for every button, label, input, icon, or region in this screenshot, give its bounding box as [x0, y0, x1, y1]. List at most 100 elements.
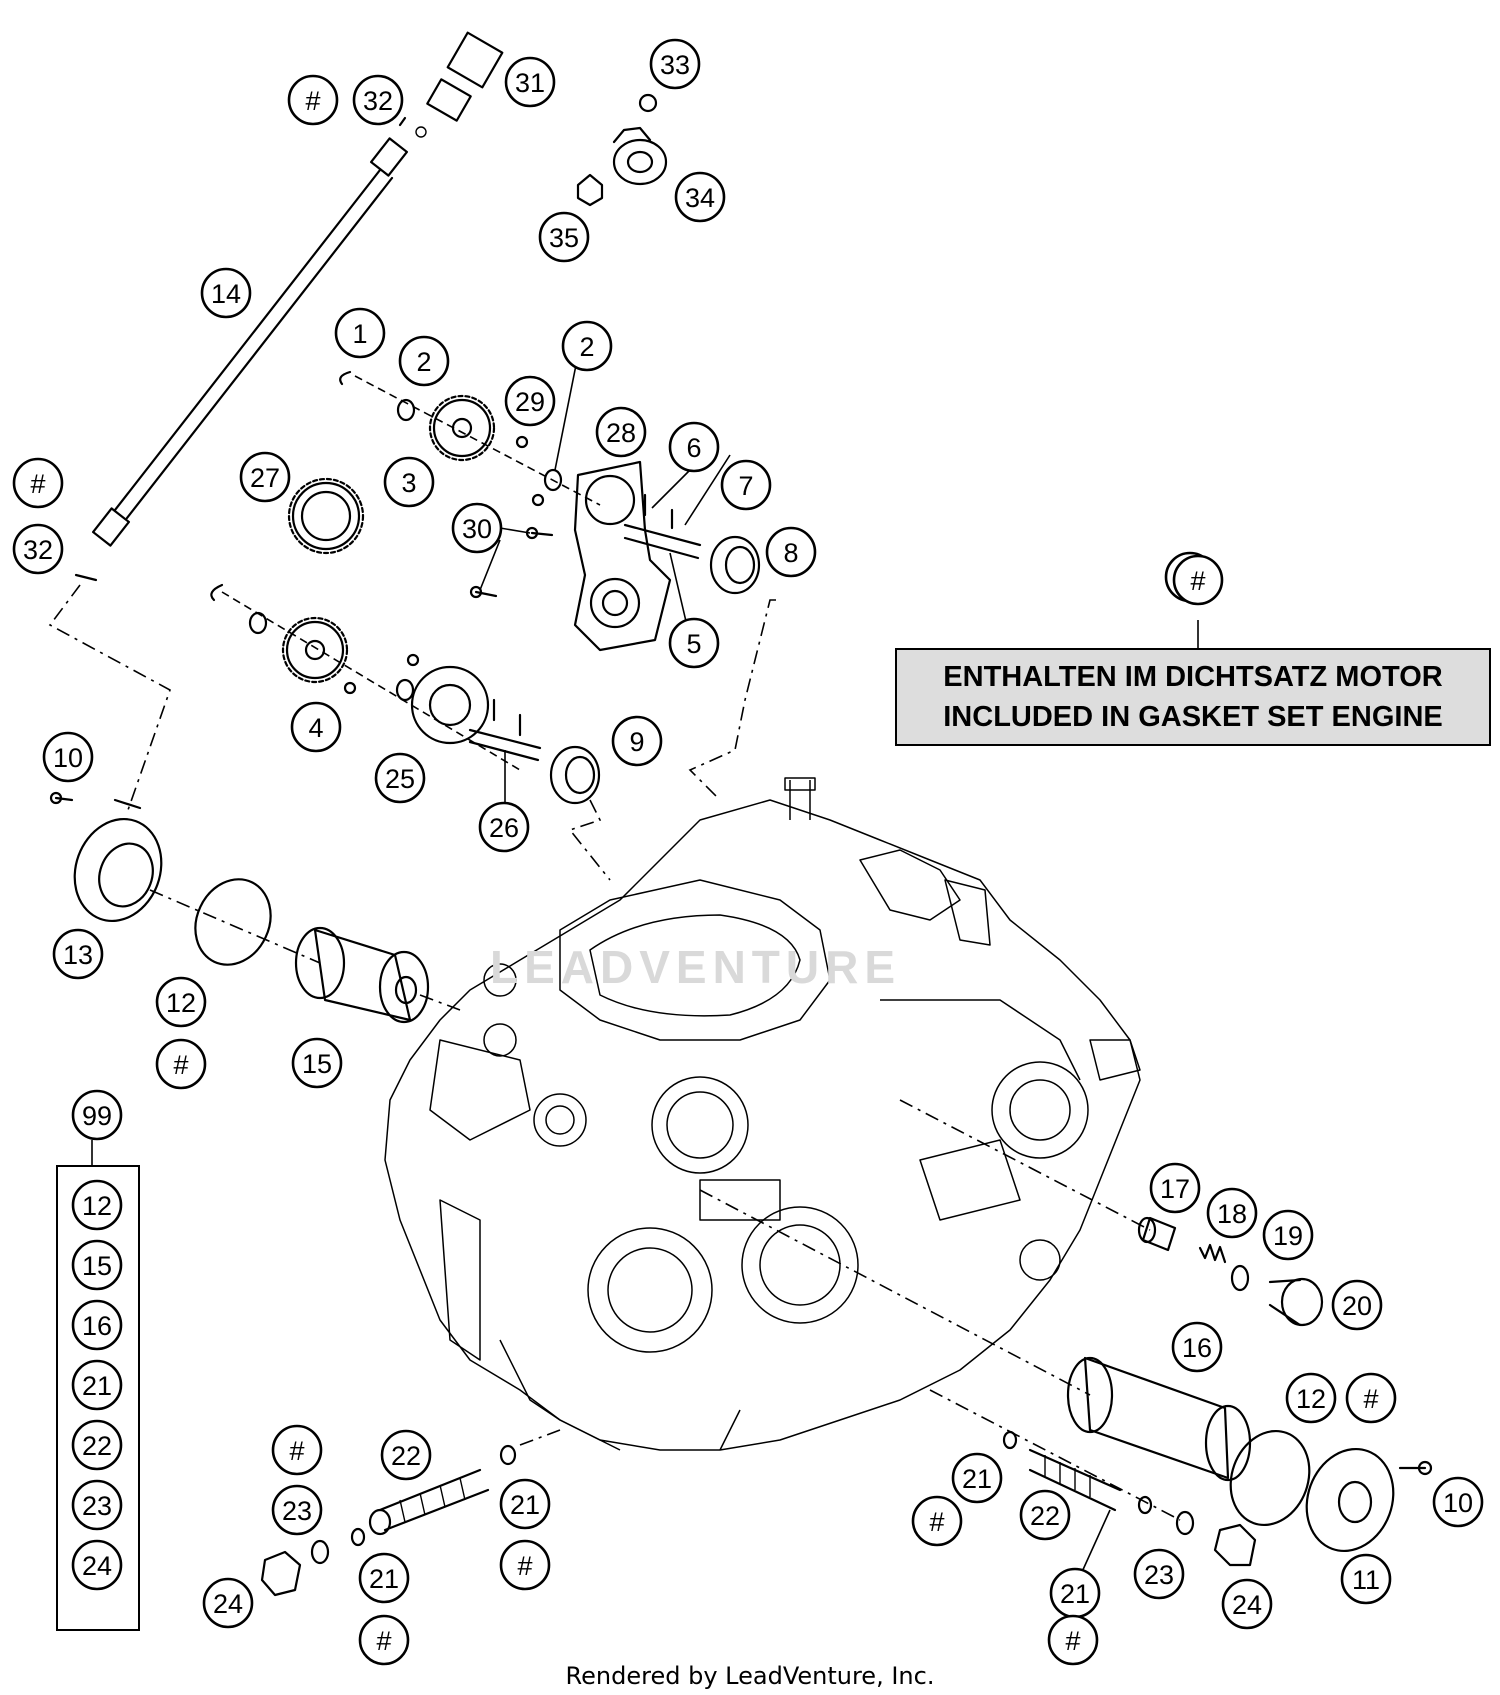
callout-label: 24	[213, 1589, 243, 1619]
callout-label: #	[1065, 1626, 1080, 1656]
callout-label: 22	[1030, 1501, 1060, 1531]
washer-2a	[396, 398, 416, 422]
callout-4: 4	[290, 701, 342, 753]
callout-label: 10	[1443, 1488, 1473, 1518]
gear-3	[428, 394, 496, 462]
callout-21: 21	[358, 1552, 410, 1604]
callout-label: 22	[391, 1441, 421, 1471]
callout-31: 31	[504, 56, 556, 108]
pins-26	[492, 698, 522, 737]
kit-99-label: 99	[71, 1089, 123, 1141]
callout-34: 34	[674, 171, 726, 223]
o-ring-32	[74, 116, 407, 582]
callout-label: 7	[738, 471, 753, 501]
callout-label: #	[30, 469, 45, 499]
svg-text:99: 99	[82, 1101, 112, 1131]
callout-1: 1	[334, 307, 386, 359]
o-ring-12b	[1229, 1429, 1311, 1527]
svg-text:24: 24	[82, 1551, 112, 1581]
svg-text:21: 21	[82, 1371, 112, 1401]
gear-4	[281, 616, 349, 684]
callout-23: 23	[271, 1484, 323, 1536]
callout-label: 20	[1342, 1291, 1372, 1321]
strainer-22-left	[368, 1468, 490, 1536]
pump-housing-28	[573, 460, 672, 652]
callout-14: 14	[200, 267, 252, 319]
footer-credit: Rendered by LeadVenture, Inc.	[565, 1662, 935, 1690]
callout-16: 16	[1171, 1321, 1223, 1373]
screw-33	[638, 93, 658, 113]
watermark: LEADVENTURE	[490, 941, 902, 993]
callout-label: 6	[686, 433, 701, 463]
callout-label: 34	[685, 183, 715, 213]
callout-11: 11	[1340, 1553, 1392, 1605]
kit-item-24: 24	[71, 1539, 123, 1591]
circlip-1	[339, 370, 352, 386]
callout-label: 21	[962, 1464, 992, 1494]
callout-label: #	[289, 1436, 304, 1466]
callout-label: 16	[1182, 1333, 1212, 1363]
gear-27	[287, 477, 365, 555]
note-marker: #	[1172, 554, 1224, 606]
svg-text:12: 12	[82, 1191, 112, 1221]
o-ring-12a	[194, 878, 272, 966]
kit-item-21: 21	[71, 1359, 123, 1411]
assembly-line-d	[149, 889, 461, 1011]
callout-10: 10	[42, 731, 94, 783]
callout-6: 6	[668, 421, 720, 473]
callout-hash: #	[911, 1495, 963, 1547]
callout-30: 30	[451, 502, 503, 554]
callout-label: 30	[462, 514, 492, 544]
callout-label: 21	[1060, 1579, 1090, 1609]
callout-label: 2	[579, 332, 594, 362]
callout-label: #	[929, 1507, 944, 1537]
callout-label: 33	[660, 50, 690, 80]
callout-label: 23	[1144, 1560, 1174, 1590]
callout-label: #	[517, 1551, 532, 1581]
assembly-line-f	[699, 1189, 1181, 1521]
spring-18	[1198, 1243, 1227, 1264]
callout-2: 2	[561, 320, 613, 372]
callout-hash: #	[1345, 1372, 1397, 1424]
strainer-22-right	[1028, 1448, 1122, 1512]
callout-label: 9	[629, 727, 644, 757]
filter-cover-13	[73, 798, 163, 923]
kit-item-16: 16	[71, 1299, 123, 1351]
svg-text:#: #	[1190, 566, 1205, 596]
assembly-line-b	[568, 799, 611, 881]
callout-label: 25	[385, 764, 415, 794]
assembly-line-a	[688, 599, 776, 801]
callout-label: 32	[363, 86, 393, 116]
callout-label: 11	[1352, 1565, 1380, 1595]
callout-8: 8	[765, 526, 817, 578]
callout-29: 29	[504, 375, 556, 427]
callout-21: 21	[951, 1452, 1003, 1504]
valve-17	[1137, 1216, 1177, 1252]
o-ring-21a-right	[1002, 1430, 1018, 1450]
plug-24-left	[260, 1550, 302, 1597]
callout-33: 33	[649, 38, 701, 90]
callout-label: #	[1363, 1384, 1378, 1414]
callout-17: 17	[1149, 1162, 1201, 1214]
kit-item-22: 22	[71, 1419, 123, 1471]
o-ring-19	[1230, 1264, 1250, 1292]
oil-filter-15	[294, 926, 430, 1024]
assembly-line-e	[899, 1099, 1151, 1231]
callout-hash: #	[499, 1539, 551, 1591]
filter-cover-11	[1305, 1447, 1395, 1553]
callout-label: 10	[53, 743, 83, 773]
callout-32: 32	[352, 74, 404, 126]
callout-label: 23	[282, 1496, 312, 1526]
rotor-9	[549, 745, 601, 805]
callout-35: 35	[538, 211, 590, 263]
callout-label: 29	[515, 387, 545, 417]
plug-24-right	[1213, 1523, 1257, 1567]
screw-25b	[343, 681, 357, 695]
callout-25: 25	[374, 752, 426, 804]
oil-pressure-switch-31	[415, 31, 504, 138]
shaft-5	[623, 523, 702, 560]
svg-text:22: 22	[82, 1431, 112, 1461]
o-ring-23-left	[310, 1539, 330, 1565]
